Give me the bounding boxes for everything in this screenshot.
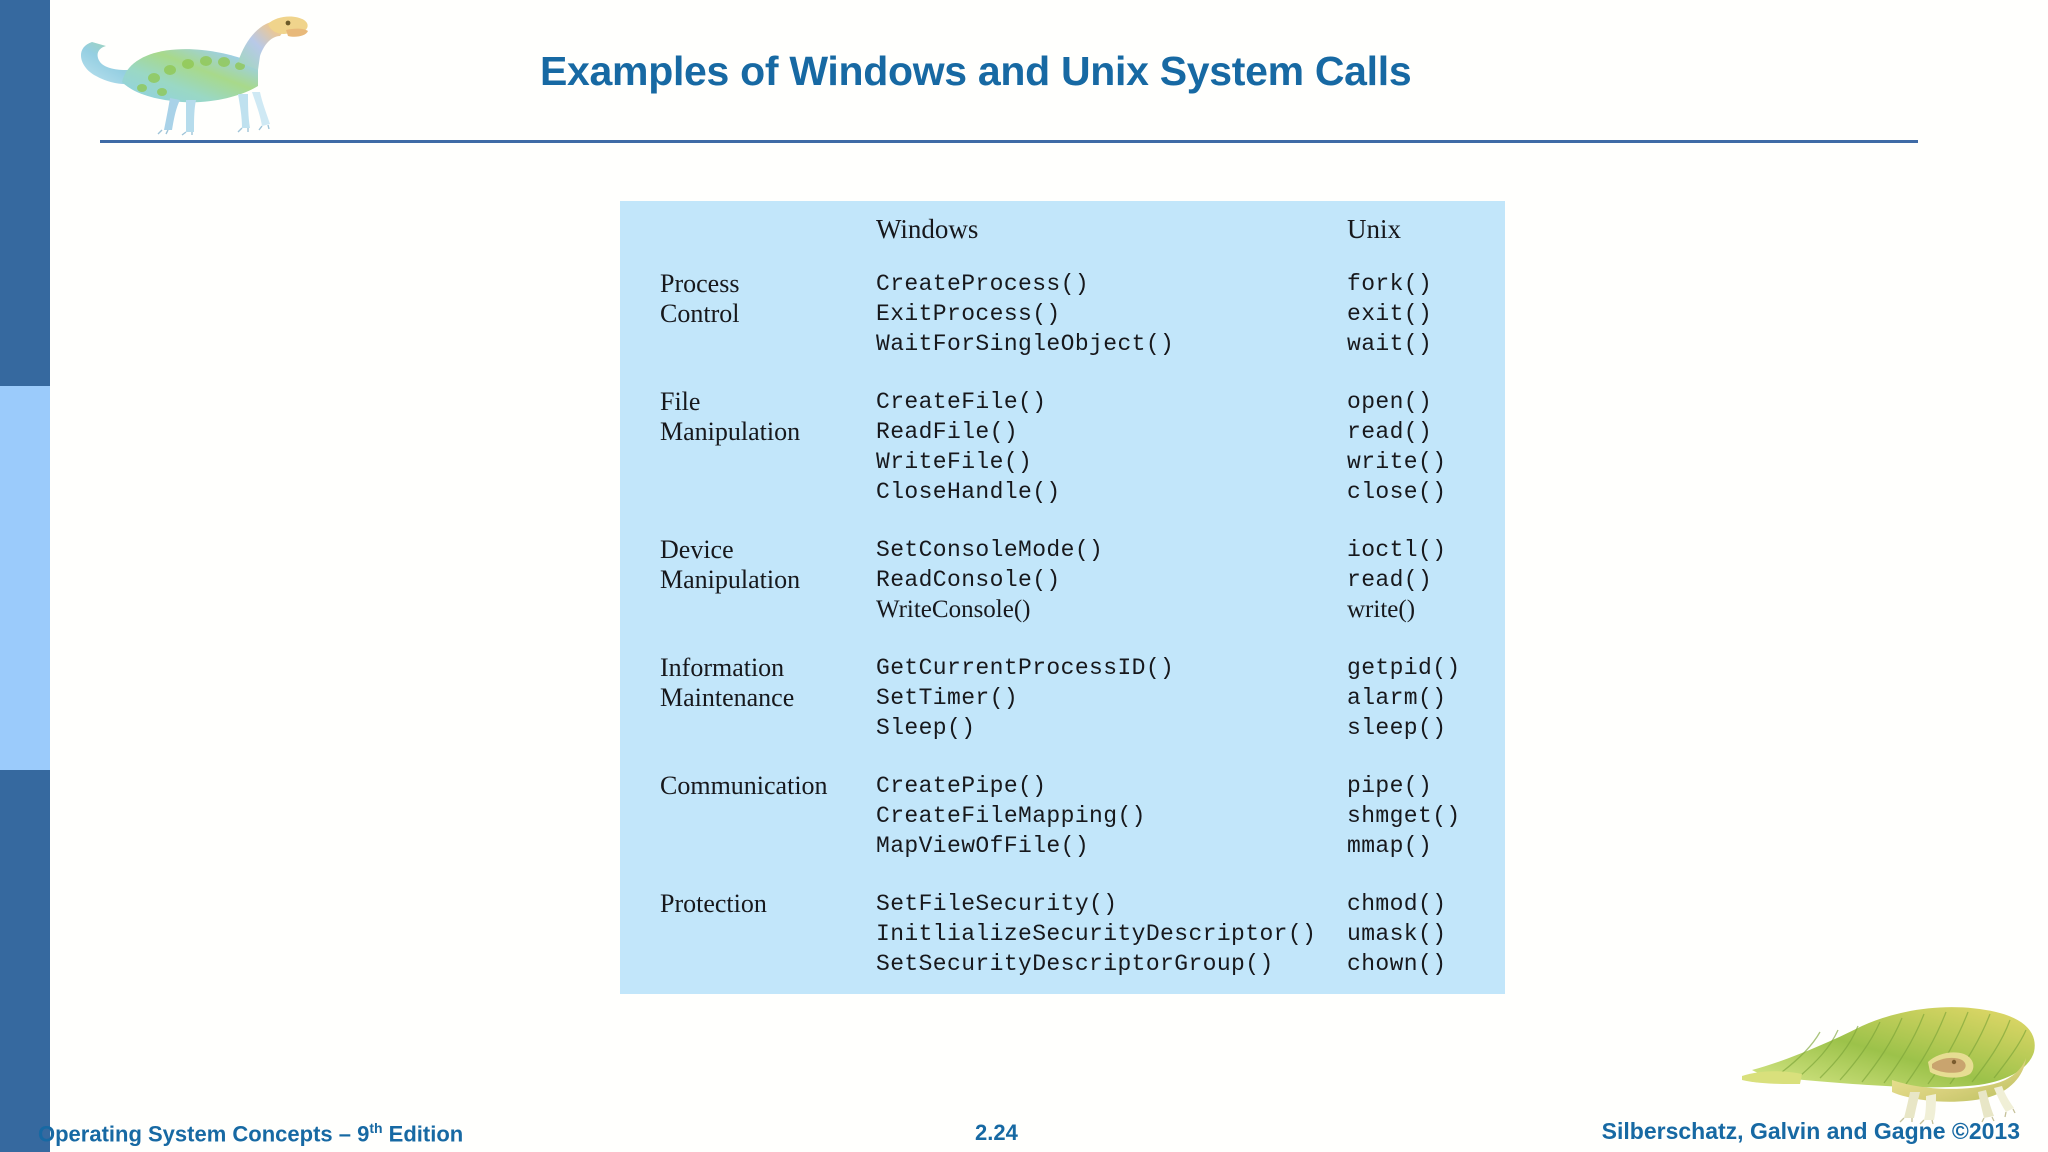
page-title: Examples of Windows and Unix System Call… [540,48,1412,94]
row-windows-calls: CreateFile() ReadFile() WriteFile() Clos… [876,389,1061,505]
dimetrodon-icon [1742,1000,2042,1125]
row-unix-calls: chmod() umask() chown() [1347,891,1447,977]
title-divider [100,140,1918,143]
sidebar-band-top [0,0,50,386]
footer-book-prefix: Operating System Concepts – 9 [38,1121,370,1147]
footer-book-title: Operating System Concepts – 9th Edition [38,1120,463,1147]
row-category: Information Maintenance [660,653,795,712]
row-unix-calls: pipe() shmget() mmap() [1347,773,1461,859]
column-header-unix: Unix [1347,214,1401,244]
footer-copyright: Silberschatz, Galvin and Gagne ©2013 [1601,1118,2020,1144]
sidebar-band-bottom [0,770,50,1152]
row-windows-calls: SetConsoleMode() ReadConsole() WriteCons… [876,537,1104,623]
row-unix-calls: open() read() write() close() [1347,389,1447,505]
row-unix-calls: fork() exit() wait() [1347,271,1433,357]
column-header-windows: Windows [876,214,979,244]
row-category: File Manipulation [660,387,801,446]
footer-book-ordinal: th [369,1120,383,1136]
row-unix-calls: getpid() alarm() sleep() [1347,655,1461,741]
row-category: Communication [660,771,828,800]
row-windows-calls: GetCurrentProcessID() SetTimer() Sleep() [876,655,1175,741]
row-windows-calls: SetFileSecurity() InitlializeSecurityDes… [876,891,1317,977]
row-category: Device Manipulation [660,535,801,594]
system-calls-table: Windows Unix Process Control CreateProce… [620,201,1505,994]
left-color-sidebar [0,0,50,1152]
footer-book-suffix: Edition [382,1121,464,1147]
row-unix-calls: ioctl() read() write() [1347,537,1447,623]
row-category: Process Control [660,269,740,328]
footer-page-number: 2.24 [975,1120,1018,1145]
sidebar-band-middle [0,386,50,770]
row-windows-calls: CreateProcess() ExitProcess() WaitForSin… [876,271,1175,357]
row-windows-calls: CreatePipe() CreateFileMapping() MapView… [876,773,1146,859]
row-category: Protection [660,889,767,918]
dinosaur-icon [62,4,312,136]
